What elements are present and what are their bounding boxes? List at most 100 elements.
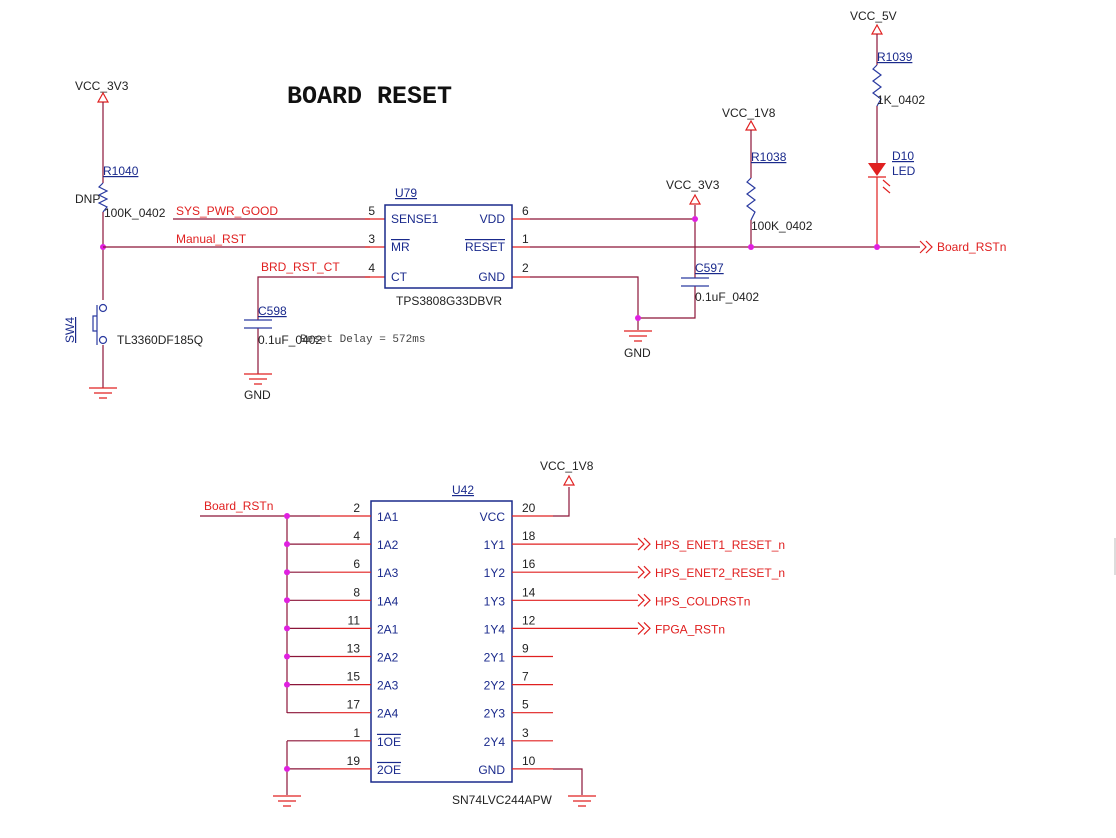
junction (284, 597, 290, 604)
resistor-r1040: R1040 DNP 100K_0402 (75, 164, 166, 220)
svg-text:TL3360DF185Q: TL3360DF185Q (117, 333, 203, 347)
junction (692, 216, 698, 222)
svg-text:100K_0402: 100K_0402 (751, 219, 813, 233)
pin-name: 2A4 (377, 707, 399, 721)
svg-text:4: 4 (368, 261, 375, 275)
svg-text:U42: U42 (452, 483, 474, 497)
pin-name: 1A3 (377, 566, 399, 580)
junction (284, 569, 290, 576)
svg-text:2: 2 (522, 261, 529, 275)
svg-text:5: 5 (368, 204, 375, 218)
ground-icon (624, 330, 652, 342)
pin-name: 1OE (377, 735, 401, 749)
pin-name: GND (478, 763, 505, 777)
svg-text:Board_RSTn: Board_RSTn (937, 240, 1006, 254)
pin-name: 1Y3 (484, 594, 506, 608)
junction (284, 765, 290, 772)
junction (635, 315, 641, 321)
pin-number: 8 (353, 585, 360, 599)
svg-text:VCC_1V8: VCC_1V8 (540, 459, 594, 473)
resistor-r1039: R1039 1K_0402 (872, 50, 925, 107)
svg-text:MR: MR (391, 240, 410, 254)
pin-number: 5 (522, 698, 529, 712)
junction (284, 653, 290, 660)
vcc-3v3-left-power-symbol: VCC_3V3 (75, 79, 129, 103)
ic-u79: U79 SENSE1 MR CT VDD RESET GND 5 3 4 6 1… (365, 186, 530, 308)
ground-icon (273, 795, 301, 807)
offpage-connector (553, 565, 651, 579)
offpage-connector (553, 593, 651, 607)
pin-number: 2 (353, 501, 360, 515)
reset-delay-note: Reset Delay = 572ms (300, 334, 425, 346)
vcc-1v8-top-power-symbol: VCC_1V8 (722, 106, 776, 131)
svg-text:RESET: RESET (465, 240, 506, 254)
pin-number: 4 (353, 529, 360, 543)
offpage-connector (553, 621, 651, 635)
pin-name: 2OE (377, 763, 401, 777)
svg-text:C597: C597 (695, 261, 724, 275)
svg-text:SN74LVC244APW: SN74LVC244APW (452, 793, 553, 807)
pin-name: 1Y1 (484, 538, 506, 552)
net-label-sys-pwr-good: SYS_PWR_GOOD (176, 204, 278, 218)
svg-text:D10: D10 (892, 149, 914, 163)
svg-text:VCC_3V3: VCC_3V3 (75, 79, 129, 93)
net-label-brd-rst-ct: BRD_RST_CT (261, 260, 340, 274)
net-label-board-rstn-in: Board_RSTn (204, 499, 273, 513)
offpage-connector (553, 537, 651, 551)
svg-text:100K_0402: 100K_0402 (104, 206, 166, 220)
led-d10: D10 LED (868, 149, 916, 247)
net-label: FPGA_RSTn (655, 622, 725, 636)
ic-u42: U42 SN74LVC244APW 21A141A261A381A4112A11… (320, 483, 553, 807)
pin-name: 2Y4 (484, 735, 506, 749)
pin-number: 13 (347, 642, 361, 656)
ground-icon (244, 373, 272, 385)
svg-text:C598: C598 (258, 304, 287, 318)
pin-number: 12 (522, 613, 536, 627)
junction (874, 244, 880, 250)
gnd-label: GND (244, 388, 271, 402)
switch-sw4: SW4 TL3360DF185Q (63, 303, 203, 347)
svg-text:CT: CT (391, 270, 408, 284)
pin-name: 2A1 (377, 622, 399, 636)
pin-number: 18 (522, 529, 536, 543)
pin-name: 2A2 (377, 651, 399, 665)
capacitor-c598: C598 0.1uF_0402 (244, 304, 322, 347)
svg-text:1: 1 (522, 232, 529, 246)
svg-text:1K_0402: 1K_0402 (877, 93, 925, 107)
pin-number: 14 (522, 585, 536, 599)
junction (284, 541, 290, 548)
pin-name: 2Y1 (484, 651, 506, 665)
gnd-label: GND (624, 346, 651, 360)
pin-number: 20 (522, 501, 536, 515)
pin-number: 3 (522, 726, 529, 740)
pin-name: 1A1 (377, 510, 399, 524)
power-arrow-icon (96, 91, 110, 103)
pin-number: 16 (522, 557, 536, 571)
svg-text:LED: LED (892, 164, 916, 178)
capacitor-c597: C597 0.1uF_0402 (681, 261, 759, 304)
vcc-1v8-bottom-power-symbol: VCC_1V8 (540, 459, 594, 486)
svg-text:VCC_3V3: VCC_3V3 (666, 178, 720, 192)
resistor-r1038: R1038 100K_0402 (746, 150, 813, 233)
pin-name: 1Y4 (484, 622, 506, 636)
junction (748, 244, 754, 250)
svg-text:U79: U79 (395, 186, 417, 200)
pin-name: 2Y2 (484, 679, 506, 693)
svg-text:R1038: R1038 (751, 150, 787, 164)
svg-text:6: 6 (522, 204, 529, 218)
pin-number: 7 (522, 670, 529, 684)
pin-name: 1A2 (377, 538, 399, 552)
vcc-3v3-right-power-symbol: VCC_3V3 (666, 178, 720, 205)
svg-text:DNP: DNP (75, 192, 100, 206)
pin-name: VCC (480, 510, 506, 524)
svg-text:GND: GND (478, 270, 505, 284)
pin-number: 17 (347, 698, 361, 712)
svg-text:SW4: SW4 (63, 317, 77, 343)
pin-number: 15 (347, 670, 361, 684)
pin-name: 1Y2 (484, 566, 506, 580)
pin-number: 19 (347, 754, 361, 768)
offpage-connector-board-rstn: Board_RSTn (919, 240, 1006, 254)
vcc-5v-power-symbol: VCC_5V (850, 9, 897, 35)
svg-text:0.1uF_0402: 0.1uF_0402 (258, 333, 322, 347)
